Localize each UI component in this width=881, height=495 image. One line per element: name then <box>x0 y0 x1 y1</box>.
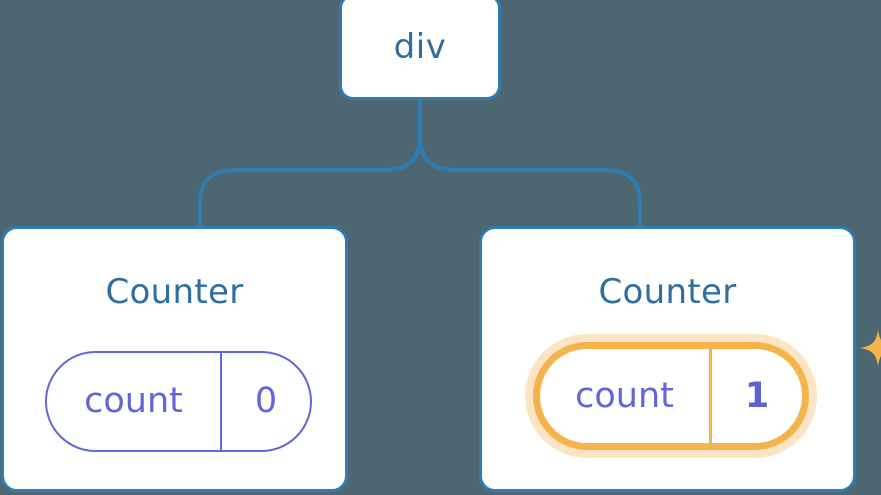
state-pill-count[interactable]: count 0 <box>45 351 312 452</box>
component-title: Counter <box>598 272 737 312</box>
state-key-label: count <box>47 353 222 450</box>
state-key-label: count <box>540 349 712 443</box>
root-node-label: div <box>393 27 447 67</box>
state-pill-container: count 1 <box>533 330 881 450</box>
sparkles-group <box>860 330 881 366</box>
component-card-counter-left[interactable]: Counter count 0 <box>1 226 348 492</box>
state-value-label: 1 <box>744 375 770 416</box>
sparkle-large-icon <box>860 330 881 366</box>
root-node-div[interactable]: div <box>339 0 501 100</box>
component-card-counter-right[interactable]: Counter count 1 <box>479 226 881 492</box>
state-value-label: 0 <box>254 381 278 421</box>
component-title: Counter <box>105 272 244 312</box>
state-pill-count-highlighted[interactable]: count 1 <box>533 342 809 450</box>
state-pill-container: count 0 <box>45 351 312 452</box>
